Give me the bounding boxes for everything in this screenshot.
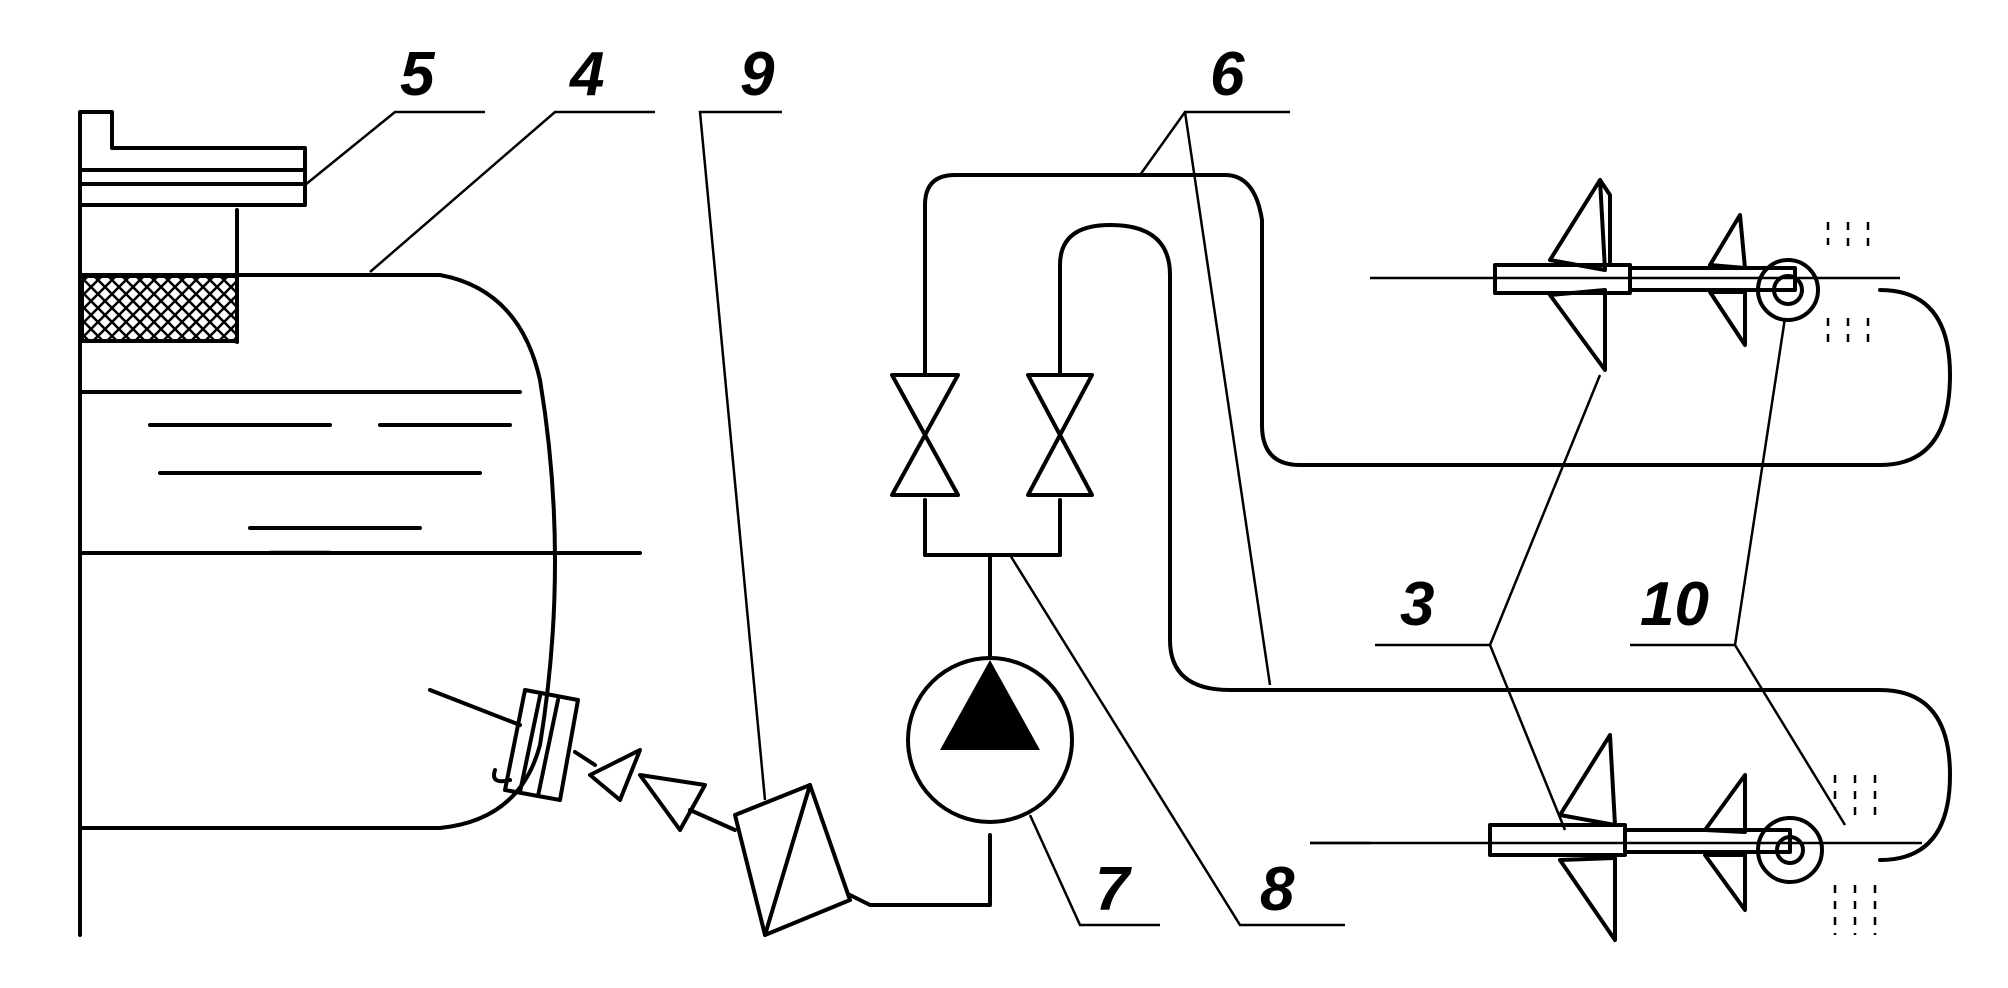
label-4: 4 <box>568 40 604 109</box>
label-9: 9 <box>740 40 775 109</box>
pipe-upper-loop <box>923 173 1952 467</box>
label-5: 5 <box>400 40 436 109</box>
tank-shell <box>78 273 557 830</box>
supply-pipes <box>923 173 1952 862</box>
nozzle-spray-lower <box>1833 775 1877 935</box>
label-8: 8 <box>1260 855 1295 924</box>
manifold <box>890 373 1094 557</box>
valve-right <box>1026 373 1094 497</box>
tank <box>78 110 642 937</box>
tank-seal-hatched <box>80 274 239 343</box>
label-6: 6 <box>1210 40 1245 109</box>
liquid-level-lines <box>80 390 642 555</box>
shaft-body <box>80 110 307 207</box>
shaft <box>80 110 307 207</box>
label-7: 7 <box>1095 855 1132 924</box>
inline-valve <box>573 748 737 832</box>
propeller-unit-lower <box>1310 733 1922 942</box>
propeller-unit-upper <box>1370 178 1900 372</box>
label-10: 10 <box>1640 570 1709 639</box>
leader-lines <box>304 110 1847 927</box>
pipe-filter-to-pump <box>848 833 992 907</box>
nozzle-spray-upper <box>1826 222 1870 345</box>
filter <box>733 783 992 937</box>
pump-triangle <box>940 660 1040 750</box>
valve-left <box>890 373 960 497</box>
pipe-lower-loop <box>1058 223 1952 862</box>
label-3: 3 <box>1400 570 1434 639</box>
callout-labels: 5 4 9 6 3 10 7 8 <box>400 40 1709 924</box>
outlet-fitting <box>428 688 580 802</box>
pump <box>906 553 1074 824</box>
